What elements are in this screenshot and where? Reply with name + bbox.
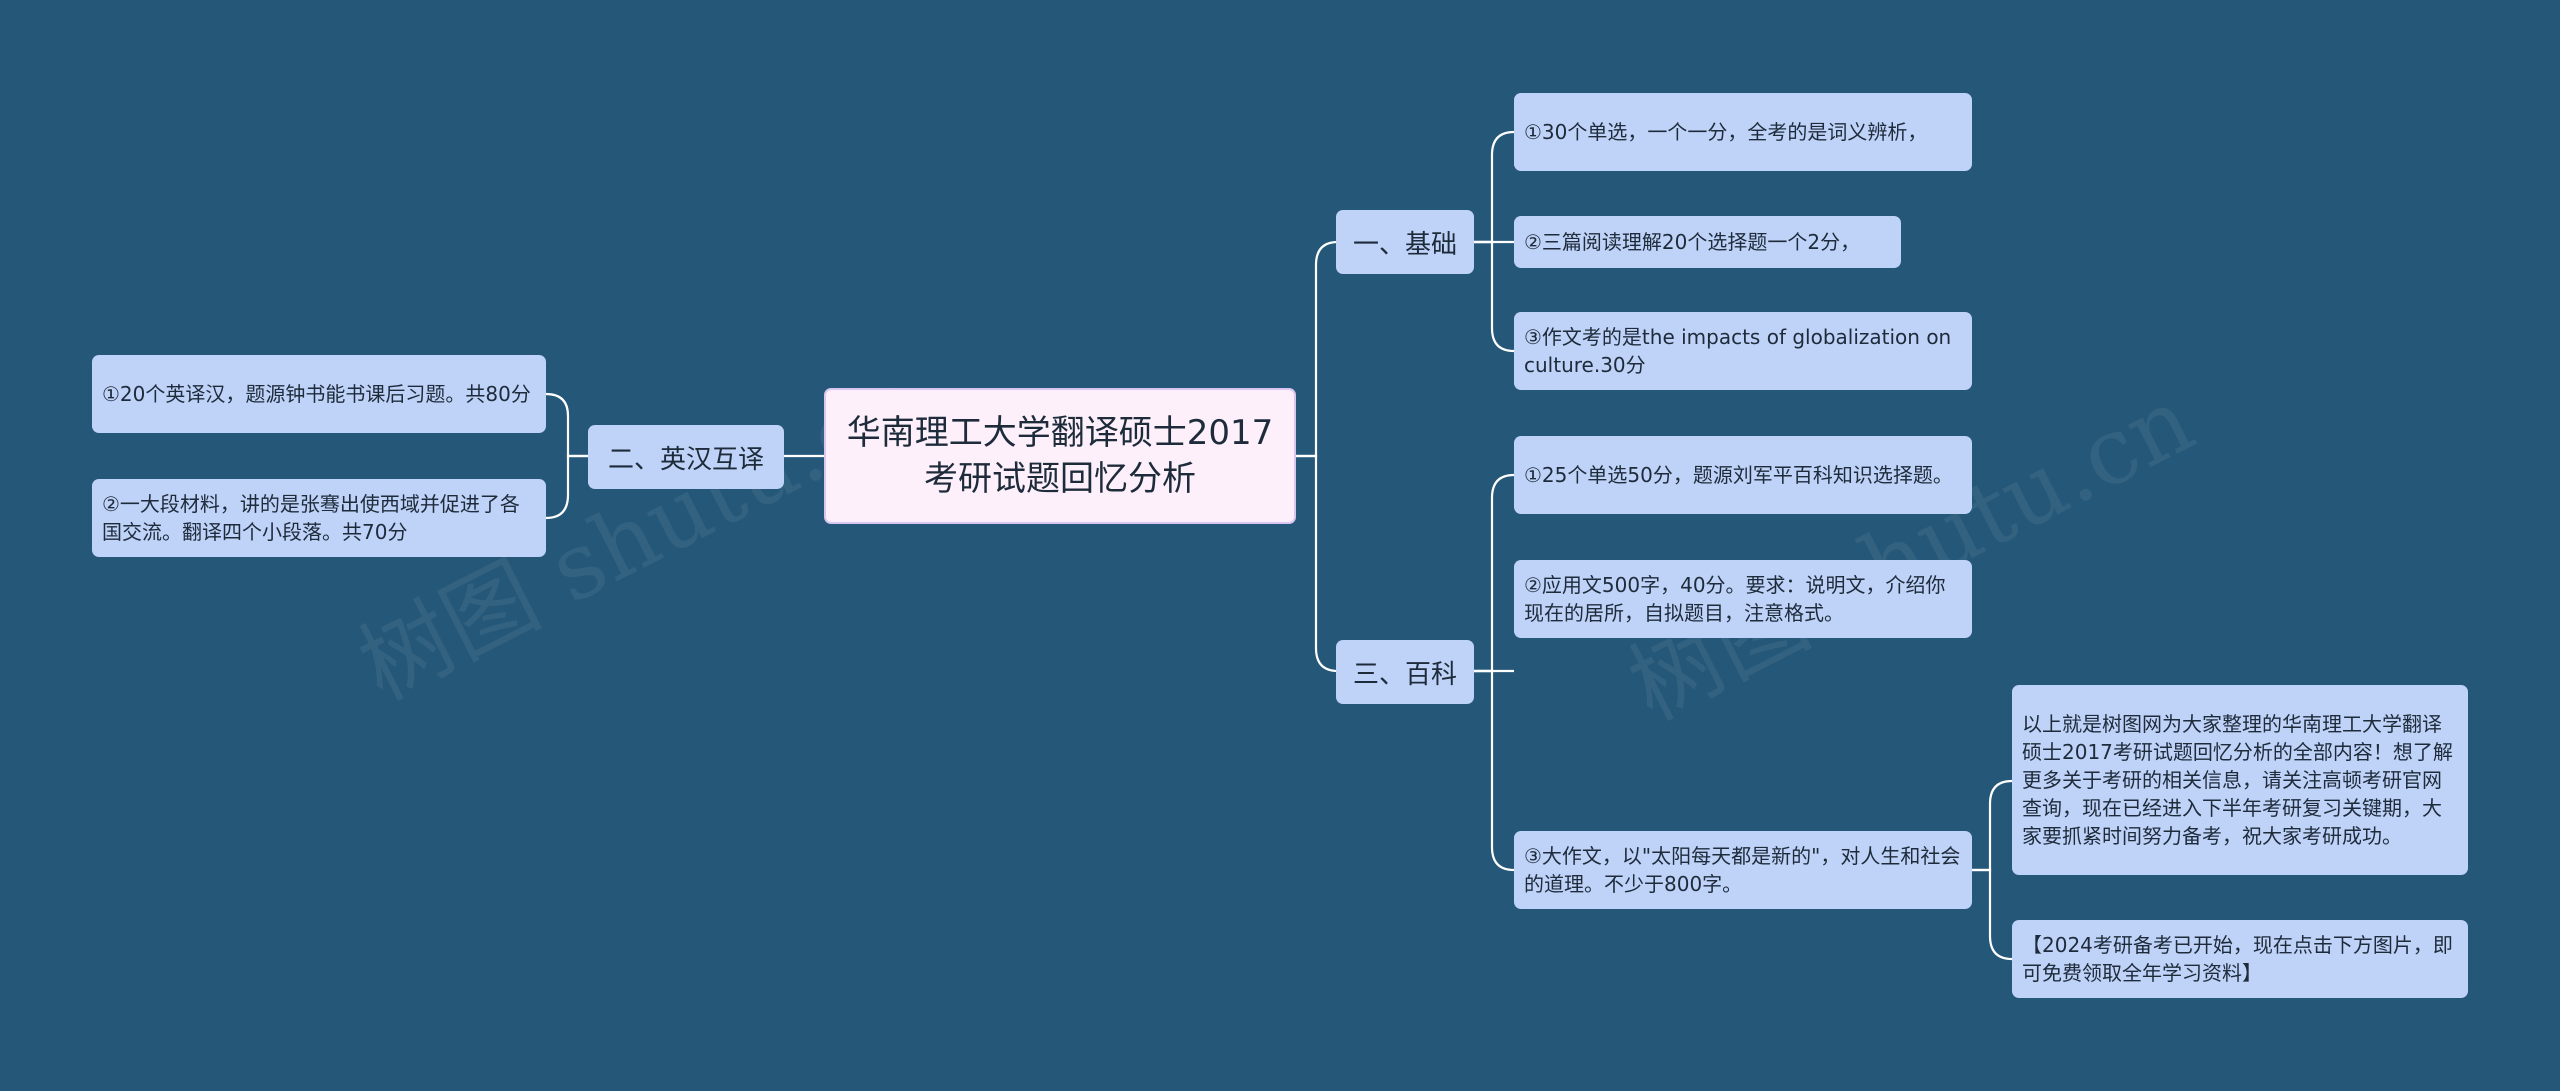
leaf-baike-3-sub-1-text: 以上就是树图网为大家整理的华南理工大学翻译硕士2017考研试题回忆分析的全部内容…	[2022, 712, 2453, 848]
leaf-yinghan-1[interactable]: ①20个英译汉，题源钟书能书课后习题。共80分	[92, 355, 546, 433]
leaf-baike-1-text: ①25个单选50分，题源刘军平百科知识选择题。	[1524, 463, 1953, 487]
branch-jichu[interactable]: 一、基础	[1336, 210, 1474, 274]
leaf-yinghan-2-text: ②一大段材料，讲的是张骞出使西域并促进了各国交流。翻译四个小段落。共70分	[102, 492, 520, 544]
link-jichu-1	[1474, 130, 1515, 244]
branch-baike-label: 三、百科	[1352, 659, 1457, 690]
link-baike3-sub1	[1972, 779, 2013, 872]
link-root-jichu	[1296, 240, 1339, 458]
leaf-baike-2[interactable]: ②应用文500字，40分。要求：说明文，介绍你现在的居所，自拟题目，注意格式。	[1514, 560, 1972, 638]
leaf-baike-3-text: ③大作文，以"太阳每天都是新的"，对人生和社会的道理。不少于800字。	[1524, 844, 1961, 896]
link-baike-1	[1474, 473, 1515, 673]
link-root-baike	[1296, 454, 1339, 673]
branch-baike[interactable]: 三、百科	[1336, 640, 1474, 704]
root-topic[interactable]: 华南理工大学翻译硕士2017考研试题回忆分析	[824, 388, 1296, 524]
branch-jichu-label: 一、基础	[1352, 229, 1457, 260]
leaf-yinghan-2[interactable]: ②一大段材料，讲的是张骞出使西域并促进了各国交流。翻译四个小段落。共70分	[92, 479, 546, 557]
leaf-jichu-1-text: ①30个单选，一个一分，全考的是词义辨析，	[1524, 120, 1928, 144]
branch-yinghan-label: 二、英汉互译	[607, 444, 764, 475]
link-baike3-sub2	[1972, 868, 2013, 961]
leaf-baike-3-sub-1[interactable]: 以上就是树图网为大家整理的华南理工大学翻译硕士2017考研试题回忆分析的全部内容…	[2012, 685, 2468, 875]
leaf-jichu-2[interactable]: ②三篇阅读理解20个选择题一个2分，	[1514, 216, 1901, 268]
leaf-jichu-2-text: ②三篇阅读理解20个选择题一个2分，	[1524, 230, 1861, 254]
link-jichu-3	[1474, 240, 1515, 353]
leaf-baike-3-sub-2-text: 【2024考研备考已开始，现在点击下方图片，即可免费领取全年学习资料】	[2022, 933, 2453, 985]
link-yinghan-2	[545, 454, 588, 520]
leaf-jichu-3-text: ③作文考的是the impacts of globalization on cu…	[1524, 325, 1952, 377]
leaf-baike-3-sub-2[interactable]: 【2024考研备考已开始，现在点击下方图片，即可免费领取全年学习资料】	[2012, 920, 2468, 998]
root-title: 华南理工大学翻译硕士2017考研试题回忆分析	[846, 413, 1274, 499]
branch-yinghan[interactable]: 二、英汉互译	[588, 425, 784, 489]
leaf-jichu-1[interactable]: ①30个单选，一个一分，全考的是词义辨析，	[1514, 93, 1972, 171]
link-baike-3	[1474, 669, 1515, 872]
leaf-baike-3[interactable]: ③大作文，以"太阳每天都是新的"，对人生和社会的道理。不少于800字。	[1514, 831, 1972, 909]
leaf-jichu-3[interactable]: ③作文考的是the impacts of globalization on cu…	[1514, 312, 1972, 390]
leaf-baike-2-text: ②应用文500字，40分。要求：说明文，介绍你现在的居所，自拟题目，注意格式。	[1524, 573, 1946, 625]
link-yinghan-1	[545, 392, 588, 458]
leaf-yinghan-1-text: ①20个英译汉，题源钟书能书课后习题。共80分	[102, 382, 531, 406]
leaf-baike-1[interactable]: ①25个单选50分，题源刘军平百科知识选择题。	[1514, 436, 1972, 514]
